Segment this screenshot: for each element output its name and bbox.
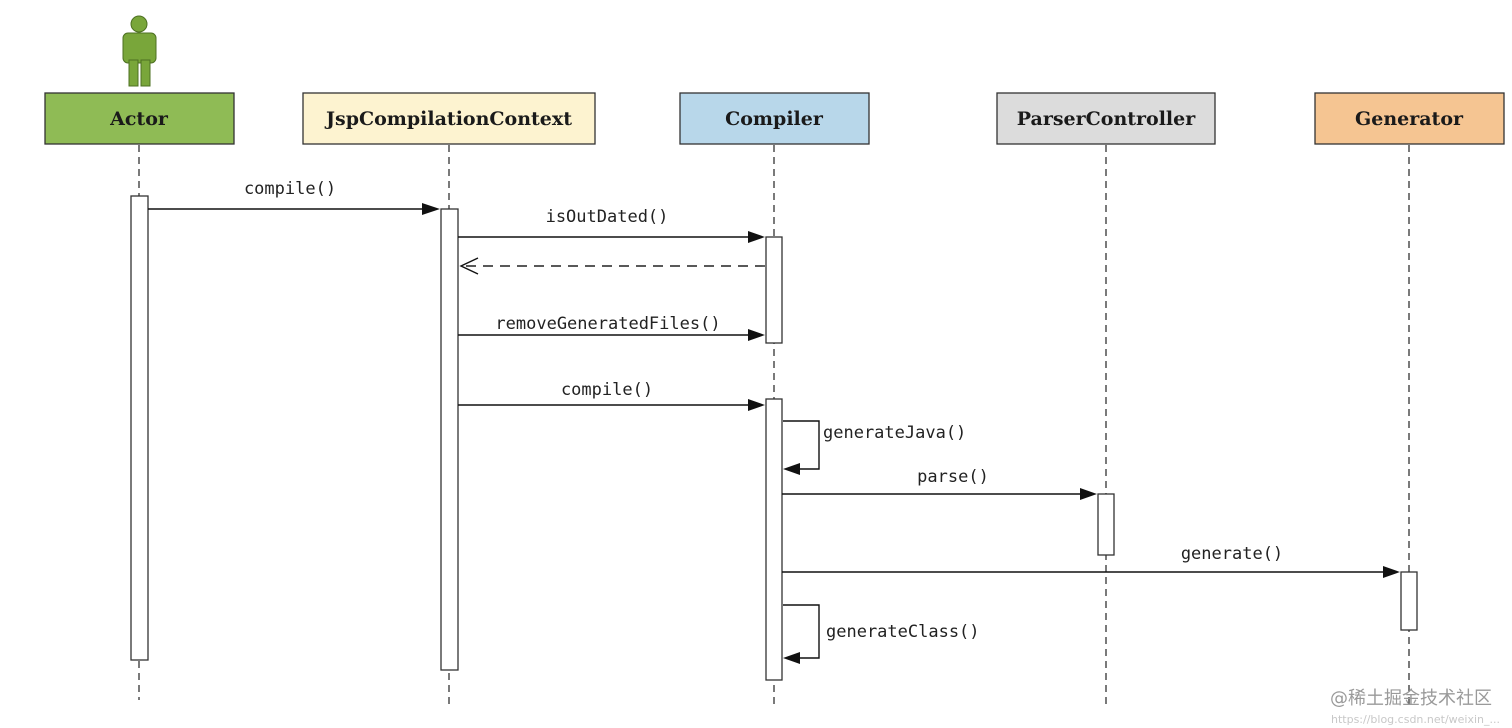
message-isoutdated: isOutDated(): [458, 207, 765, 243]
participant-actor: Actor: [44, 92, 235, 145]
activation-context: [440, 208, 459, 671]
message-label-generate-java: generateJava(): [823, 423, 966, 443]
activation-actor: [130, 195, 149, 661]
message-parse: parse(): [782, 467, 1097, 500]
message-label-compile-2: compile(): [561, 380, 653, 400]
message-label-remove-generated-files: removeGeneratedFiles(): [495, 314, 720, 334]
participant-label-context: JspCompilationContext: [324, 108, 572, 130]
message-label-parse: parse(): [917, 467, 989, 487]
message-label-compile-1: compile(): [244, 179, 336, 199]
self-message-generate-class: generateClass(): [783, 604, 980, 664]
participant-parser-controller: ParserController: [996, 92, 1216, 145]
activation-compiler-1: [765, 236, 783, 344]
message-compile-context-to-compiler: compile(): [458, 380, 765, 411]
watermark-url: https://blog.csdn.net/weixin_...: [1330, 713, 1500, 726]
participant-compiler: Compiler: [679, 92, 870, 145]
return-isoutdated: [459, 257, 765, 275]
self-message-generate-java: generateJava(): [783, 420, 966, 475]
actor-person-icon: [122, 15, 157, 87]
activation-parser: [1097, 493, 1115, 556]
participant-generator: Generator: [1314, 92, 1505, 145]
message-remove-generated-files: removeGeneratedFiles(): [458, 314, 765, 341]
participant-label-generator: Generator: [1355, 108, 1464, 130]
participant-jsp-compilation-context: JspCompilationContext: [302, 92, 596, 145]
participant-label-parser: ParserController: [1017, 108, 1196, 130]
message-label-isoutdated: isOutDated(): [546, 207, 669, 227]
message-compile-actor-to-context: compile(): [148, 179, 440, 215]
activation-compiler-2: [765, 398, 783, 681]
message-generate: generate(): [782, 544, 1400, 578]
message-label-generate-class: generateClass(): [826, 622, 980, 642]
participant-label-compiler: Compiler: [725, 108, 824, 130]
watermark-text: @稀土掘金技术社区: [1330, 688, 1492, 709]
message-label-generate: generate(): [1181, 544, 1283, 564]
participant-label-actor: Actor: [109, 108, 169, 130]
activation-generator: [1400, 571, 1418, 631]
